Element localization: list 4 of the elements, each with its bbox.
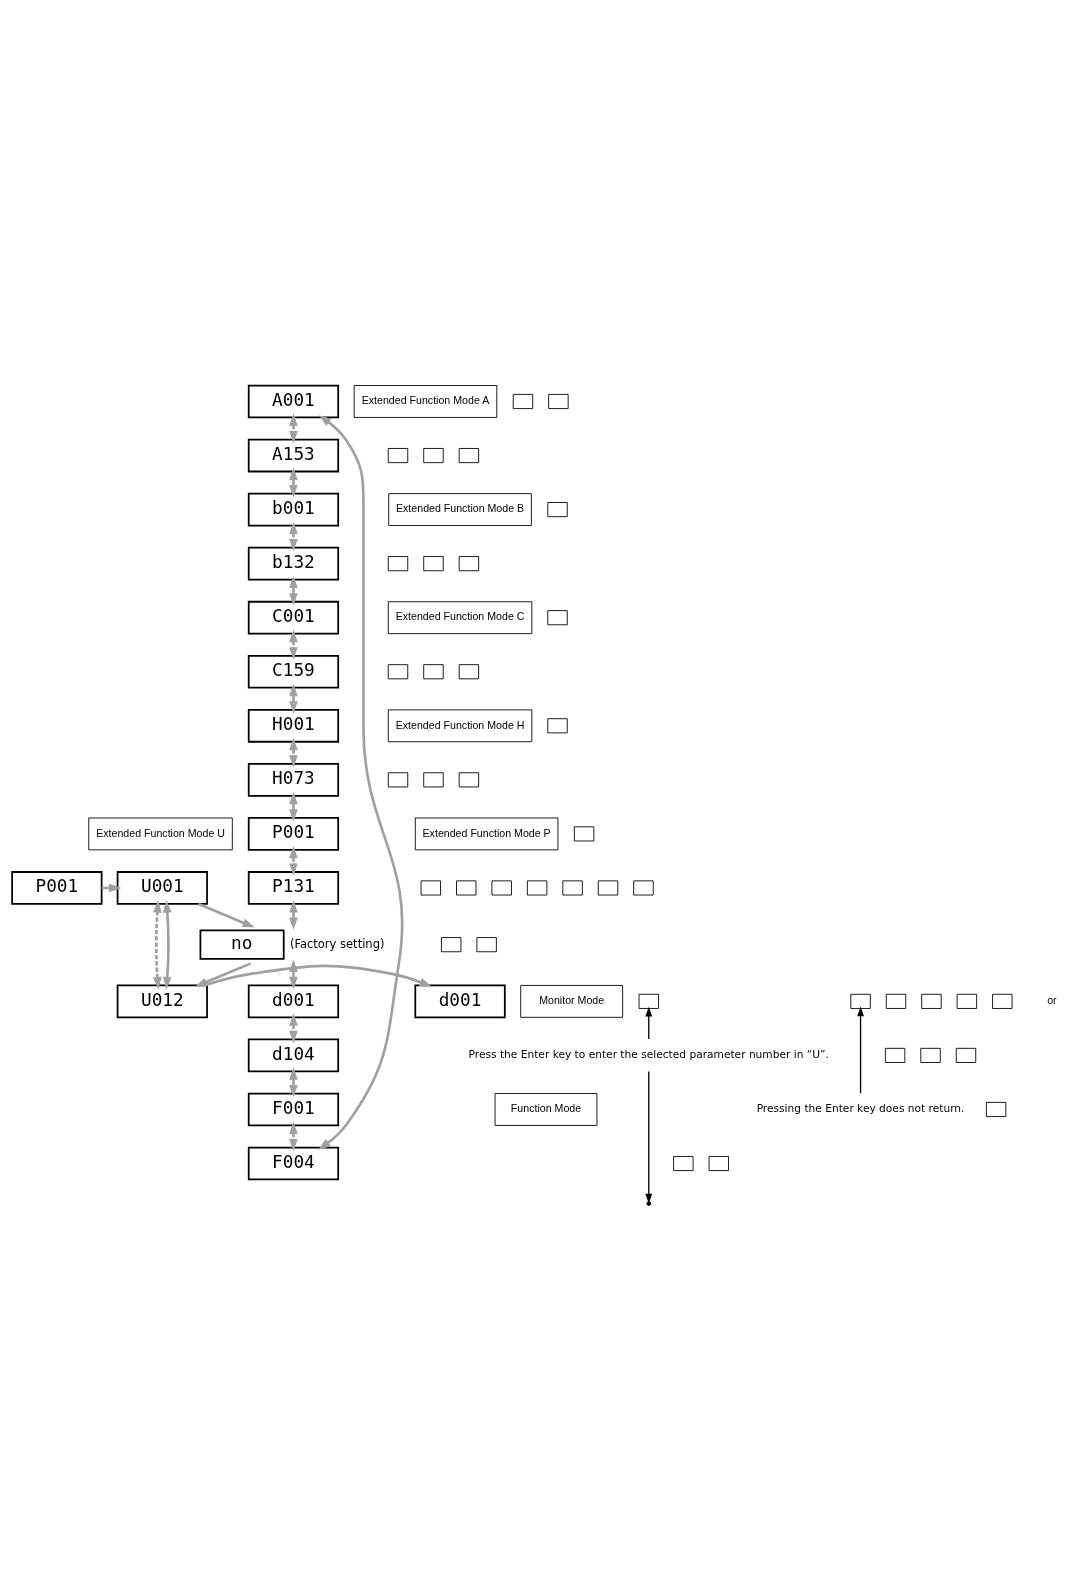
node-text: Pressing the Enter key does not return. [756, 1102, 965, 1116]
node-text: Press the Enter key to enter the selected parameter number in “U”. [468, 1048, 829, 1062]
node-label: (Factory setting) [289, 936, 385, 951]
label: or [1047, 994, 1057, 1007]
